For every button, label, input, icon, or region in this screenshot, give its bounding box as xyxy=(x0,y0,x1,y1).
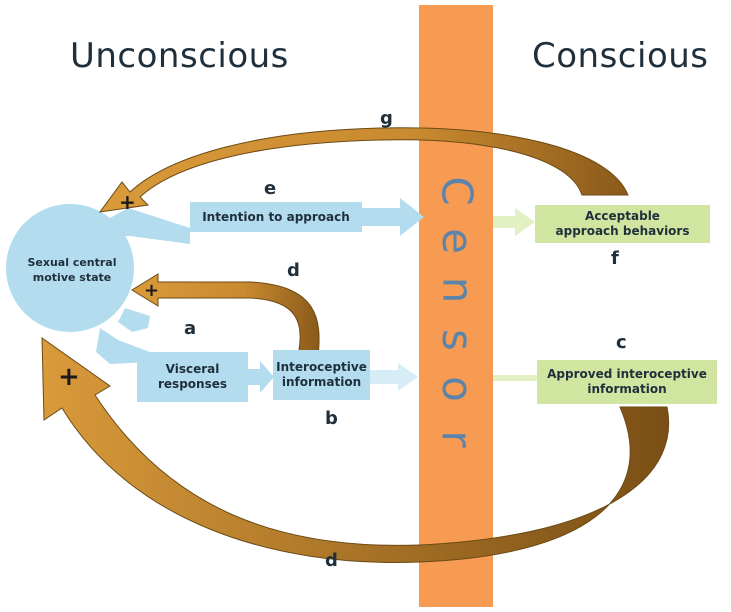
censor-label: C e n s o r xyxy=(422,170,492,460)
censor-letter-n: n xyxy=(433,276,482,304)
interoceptive-to-censor-arrow xyxy=(370,363,418,391)
intention-to-censor-arrow xyxy=(362,198,424,236)
label-d-top: d xyxy=(287,260,300,281)
motive-state-label: Sexual central motive state xyxy=(27,256,117,284)
acceptable-behaviors-box: Acceptable approach behaviors xyxy=(535,205,710,243)
censor-to-approved-connector xyxy=(493,375,537,381)
censor-letter-c: C xyxy=(432,176,482,206)
censor-letter-e: e xyxy=(433,227,482,254)
censor-bar xyxy=(419,5,493,607)
label-d-bottom: d xyxy=(325,550,338,571)
label-e: e xyxy=(264,178,277,199)
visceral-box: Visceral responses xyxy=(137,352,248,402)
label-a: a xyxy=(184,318,197,339)
visceral-to-interoceptive-arrow xyxy=(248,361,274,393)
interoceptive-box: Interoceptive information xyxy=(273,350,370,400)
plus-sign-d-inner: + xyxy=(144,280,160,301)
censor-letter-r: r xyxy=(433,430,482,448)
approved-interoceptive-box: Approved interoceptive information xyxy=(537,360,717,404)
label-f: f xyxy=(611,248,619,269)
motive-state-shape xyxy=(6,204,190,364)
unconscious-heading: Unconscious xyxy=(70,36,289,76)
label-b: b xyxy=(325,408,338,429)
feedback-arrow-d-outer xyxy=(41,337,670,563)
censor-to-acceptable-arrow xyxy=(493,208,535,236)
feedback-arrow-d-inner xyxy=(131,273,320,357)
feedback-arrow-g xyxy=(98,127,629,213)
censor-letter-o: o xyxy=(432,376,482,403)
conscious-heading: Conscious xyxy=(532,36,709,76)
plus-sign-d-outer: + xyxy=(58,362,80,392)
intention-box: Intention to approach xyxy=(190,202,362,232)
label-c: c xyxy=(616,332,627,353)
censor-letter-s: s xyxy=(432,328,482,351)
plus-sign-g: + xyxy=(119,190,136,214)
label-g: g xyxy=(380,108,393,129)
